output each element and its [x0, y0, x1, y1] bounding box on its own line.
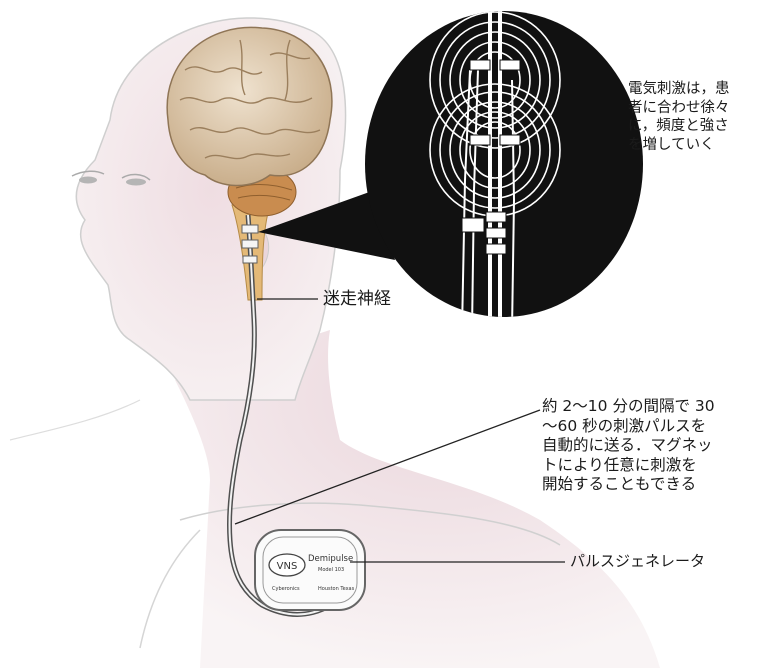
vagus-nerve-label: 迷走神経	[323, 289, 391, 309]
stimulation-note-line: に，頻度と強さ	[628, 117, 730, 136]
interval-note-line: 〜60 秒の刺激パルスを	[542, 417, 715, 437]
interval-note-line: 自動的に送る．マグネッ	[542, 436, 715, 456]
device-model: Model 103	[318, 567, 344, 573]
pulse-generator-device: VNS Demipulse Model 103 Cyberonics Houst…	[255, 530, 365, 610]
stimulation-note-line: 者に合わせ徐々	[628, 99, 730, 118]
interval-note-line: 約 2〜10 分の間隔で 30	[542, 397, 715, 417]
device-maker: Cyberonics	[272, 586, 300, 592]
interval-note: 約 2〜10 分の間隔で 30〜60 秒の刺激パルスを自動的に送る．マグネットに…	[542, 397, 715, 495]
device-logo-left: VNS	[277, 561, 298, 572]
device-location: Houston Texas	[318, 586, 355, 592]
stimulation-note-line: を増していく	[628, 136, 730, 155]
device-logo-right: Demipulse	[308, 554, 353, 564]
stimulation-note-line: 電気刺激は，患	[628, 80, 730, 99]
interval-note-line: 開始することもできる	[542, 475, 715, 495]
interval-note-line: トにより任意に刺激を	[542, 456, 715, 476]
pulse-generator-label: パルスジェネレータ	[570, 552, 705, 571]
stimulation-note: 電気刺激は，患者に合わせ徐々に，頻度と強さを増していく	[628, 80, 730, 154]
vagus-nerve-electrode-inset	[365, 0, 643, 330]
